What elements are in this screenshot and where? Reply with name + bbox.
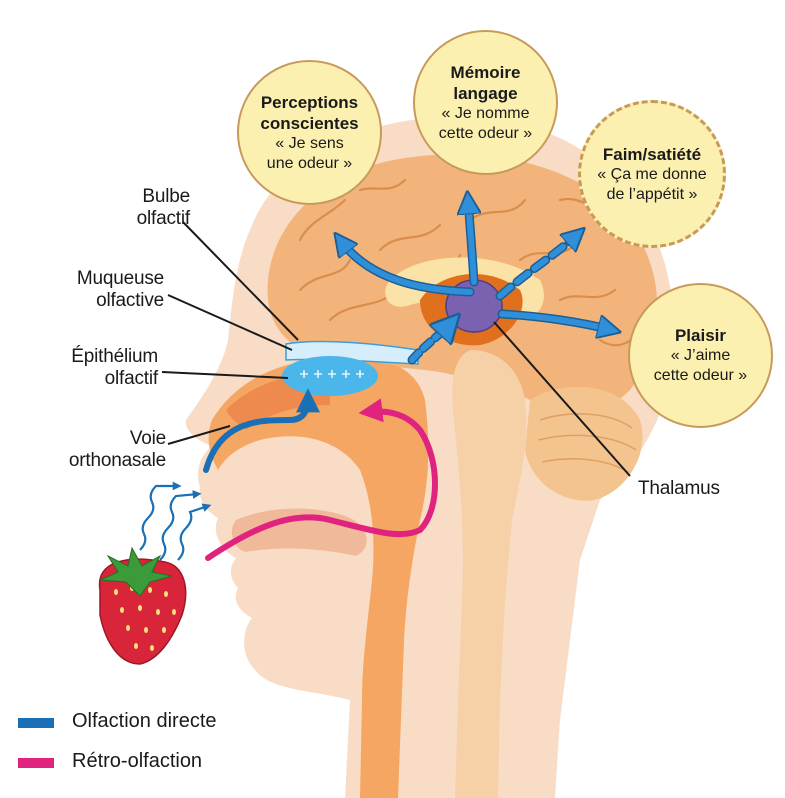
- legend-swatch-direct: [18, 718, 54, 728]
- bubble-faim: Faim/satiété « Ça me donne de l’appétit …: [578, 100, 726, 248]
- direct-olfaction-path: [203, 388, 320, 473]
- leader-lines: [161, 221, 631, 477]
- bubble-plaisir-quote: « J’aime cette odeur »: [653, 347, 748, 384]
- pathway-arrows: [340, 200, 612, 365]
- label-thalamus: Thalamus: [638, 478, 720, 499]
- bubble-plaisir: Plaisir « J’aime cette odeur »: [628, 283, 773, 428]
- label-muqueuse-olfactive: Muqueuse olfactive: [76, 268, 164, 311]
- strawberry-body: [98, 558, 187, 665]
- odor-waves: [139, 481, 212, 561]
- bubble-plaisir-title: Plaisir: [674, 326, 727, 345]
- legend-swatch-retro: [18, 758, 54, 768]
- bubble-perceptions: Perceptions conscientes « Je sens une od…: [237, 60, 382, 205]
- bubble-memoire-quote: « Je nomme cette odeur »: [438, 104, 533, 142]
- brainstem: [452, 350, 527, 798]
- bubble-memoire-title: Mémoire langage: [450, 62, 521, 103]
- legend-direct: Olfaction directe: [72, 710, 217, 733]
- nasal-airway: [208, 362, 429, 798]
- olfactory-epithelium: [282, 356, 378, 396]
- bubble-perceptions-quote: « Je sens une odeur »: [266, 134, 353, 172]
- cerebellum-folds: [537, 413, 637, 473]
- bubble-faim-quote: « Ça me donne de l’appétit »: [597, 165, 707, 203]
- legend-direct-label: Olfaction directe: [72, 710, 217, 732]
- label-epithelium-olfactif: Épithélium olfactif: [71, 346, 158, 389]
- legend-retro: Rétro-olfaction: [72, 750, 202, 773]
- label-bulbe-olfactif: Bulbe olfactif: [136, 186, 191, 229]
- retro-olfaction-path: [205, 398, 438, 561]
- bubble-perceptions-title: Perceptions conscientes: [260, 92, 359, 133]
- epithelium-cells: [300, 370, 364, 378]
- cerebellum: [525, 386, 643, 501]
- label-voie-orthonasale: Voie orthonasale: [68, 428, 166, 471]
- bubble-memoire: Mémoire langage « Je nomme cette odeur »: [413, 30, 558, 175]
- strawberry-leaves: [99, 546, 173, 597]
- legend-retro-label: Rétro-olfaction: [72, 750, 203, 772]
- bubble-faim-title: Faim/satiété: [602, 144, 702, 164]
- strawberry-illustration: [98, 546, 187, 665]
